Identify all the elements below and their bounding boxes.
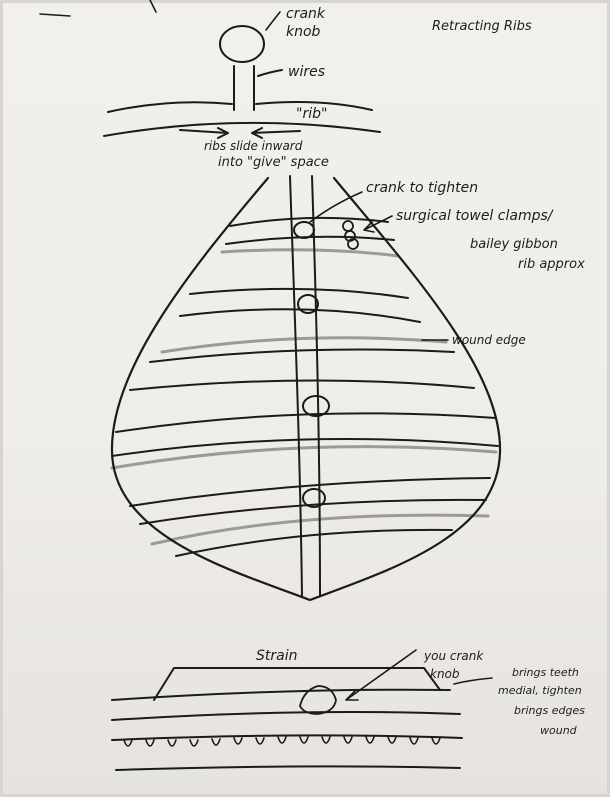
bottom-knob-pointer [346, 650, 416, 700]
tissue-line-4 [116, 766, 460, 770]
clamps-label-3: rib approx [518, 257, 585, 272]
slide-label-1: ribs slide inward [204, 139, 303, 153]
tooth [278, 737, 286, 743]
clamps-label-2: bailey gibbon [470, 237, 558, 252]
tooth [410, 738, 418, 744]
rib-1-bottom [226, 237, 394, 244]
wires-label: wires [288, 64, 325, 80]
rib-5-top [130, 478, 490, 506]
spine-knob-1 [294, 222, 314, 238]
tooth [300, 737, 308, 743]
crank-note-1: you crank [423, 649, 484, 663]
rib-3-top [150, 350, 454, 362]
spine-knob-3 [303, 396, 329, 416]
tooth [322, 737, 330, 743]
slide-arrow-right [180, 128, 228, 138]
crank-to-tighten-label: crank to tighten [366, 180, 478, 196]
tooth [212, 739, 220, 745]
side-note-4: wound [540, 724, 578, 737]
strain-label: Strain [256, 648, 297, 664]
wires-pointer [258, 70, 282, 76]
rib-4-top [116, 413, 496, 432]
rib-6 [176, 530, 452, 556]
rib-2-bottom [180, 309, 420, 322]
tooth [344, 737, 352, 743]
towel-clamp-1 [343, 221, 353, 231]
rib-3-bottom [130, 380, 474, 390]
crank-knob-label-2: knob [286, 24, 321, 40]
side-note-3: brings edges [514, 704, 585, 717]
tissue-line-1 [112, 690, 450, 700]
crank-note-2: knob [430, 667, 460, 681]
tooth [124, 740, 132, 746]
slide-arrow-left [252, 128, 300, 138]
rib-shadow-1 [222, 250, 398, 256]
side-note-pointer [454, 678, 492, 684]
tooth [432, 738, 440, 744]
rib-1-top [230, 218, 388, 226]
spine-line-left [290, 176, 302, 596]
tooth [366, 737, 374, 743]
crank-knob-label-1: crank [286, 6, 326, 22]
crank-knob-circle [220, 26, 264, 62]
side-note-2: medial, tighten [498, 684, 582, 697]
strain-diagram: Strain you crank knob brings teeth media… [112, 648, 585, 770]
tissue-line-2 [112, 712, 460, 720]
clamps-label-1: surgical towel clamps/ [396, 208, 554, 224]
rib-shadow-3 [112, 447, 496, 468]
side-note-1: brings teeth [512, 666, 579, 679]
tooth [168, 740, 176, 746]
crank-stem [234, 66, 254, 110]
rib-line-upper-left [108, 102, 232, 112]
rib-2-top [190, 289, 408, 298]
tooth [190, 740, 198, 746]
spine-line-right [312, 176, 320, 596]
tooth [146, 740, 154, 746]
page-title: Retracting Ribs [432, 19, 532, 34]
rib-line-lower [104, 123, 380, 136]
tooth [388, 737, 396, 743]
tooth [256, 738, 264, 744]
crank-knob-diagram: crank knob wires "rib" ribs slide inward… [40, 0, 380, 170]
wound-diagram: crank to tighten surgical towel clamps/ … [112, 176, 585, 600]
slide-label-2: into "give" space [218, 155, 329, 170]
knob-pointer [266, 12, 280, 30]
rib-label: "rib" [296, 106, 327, 122]
tooth [234, 738, 242, 744]
wound-edge-label: wound edge [452, 333, 526, 347]
